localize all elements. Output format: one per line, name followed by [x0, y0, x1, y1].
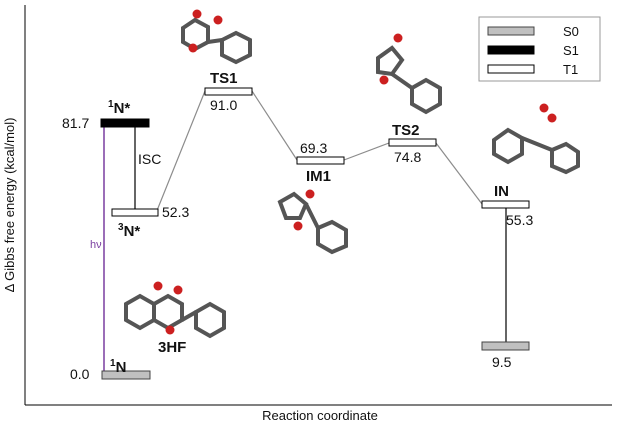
value-3Nstar: 52.3	[162, 204, 189, 220]
level-IM1	[296, 156, 345, 165]
isc-label: ISC	[138, 151, 161, 167]
label-1N: 1N	[110, 358, 126, 376]
oxygen-atom	[165, 325, 175, 335]
oxygen-atom	[379, 75, 389, 85]
value-1Nstar: 81.7	[62, 115, 89, 131]
level-TS1	[204, 87, 253, 96]
molecule-ts1	[181, 9, 252, 65]
oxygen-atom	[188, 43, 198, 53]
legend-label-s1: S1	[563, 43, 579, 58]
level-IN0	[481, 341, 530, 351]
level-1N	[101, 370, 151, 380]
level-IN	[481, 200, 530, 209]
oxygen-atom	[547, 113, 557, 123]
value-IN0: 9.5	[492, 354, 512, 370]
value-IN: 55.3	[506, 212, 533, 228]
legend: S0 S1 T1	[478, 16, 601, 82]
legend-label-t1: T1	[563, 62, 578, 77]
legend-swatch-s0	[487, 26, 535, 36]
oxygen-atom	[173, 285, 183, 295]
level-3Nstar	[111, 208, 159, 217]
y-axis-label: Δ Gibbs free energy (kcal/mol)	[2, 118, 17, 293]
level-TS2	[388, 138, 437, 147]
molecule-im1	[277, 189, 348, 255]
label-TS2: TS2	[392, 122, 420, 139]
oxygen-atom	[293, 221, 303, 231]
oxygen-atom	[192, 9, 202, 19]
oxygen-atom	[153, 281, 163, 291]
connector-ts1-im1	[251, 90, 298, 161]
value-1N: 0.0	[70, 366, 90, 382]
connector-im1-ts2	[343, 142, 390, 161]
label-IM1: IM1	[306, 168, 331, 185]
legend-swatch-s1	[487, 45, 535, 55]
legend-label-s0: S0	[563, 24, 579, 39]
oxygen-atom	[213, 15, 223, 25]
connectors	[103, 90, 507, 373]
label-1Nstar: 1N*	[108, 99, 130, 117]
x-axis-label: Reaction coordinate	[262, 408, 378, 423]
compound-label: 3HF	[158, 339, 186, 356]
connector-ts2-in	[435, 142, 483, 205]
label-TS1: TS1	[210, 70, 238, 87]
value-IM1: 69.3	[300, 140, 327, 156]
connector-n3-ts1	[155, 90, 206, 214]
molecule-in	[492, 103, 580, 175]
value-TS1: 91.0	[210, 97, 237, 113]
molecule-3hf	[124, 281, 226, 339]
molecule-ts2	[376, 33, 442, 115]
oxygen-atom	[539, 103, 549, 113]
label-3Nstar: 3N*	[118, 222, 140, 240]
oxygen-atom	[393, 33, 403, 43]
hv-label: hν	[90, 239, 102, 251]
label-IN: IN	[494, 183, 509, 200]
value-TS2: 74.8	[394, 149, 421, 165]
legend-swatch-t1	[487, 64, 535, 74]
level-1Nstar	[100, 118, 150, 128]
oxygen-atom	[305, 189, 315, 199]
